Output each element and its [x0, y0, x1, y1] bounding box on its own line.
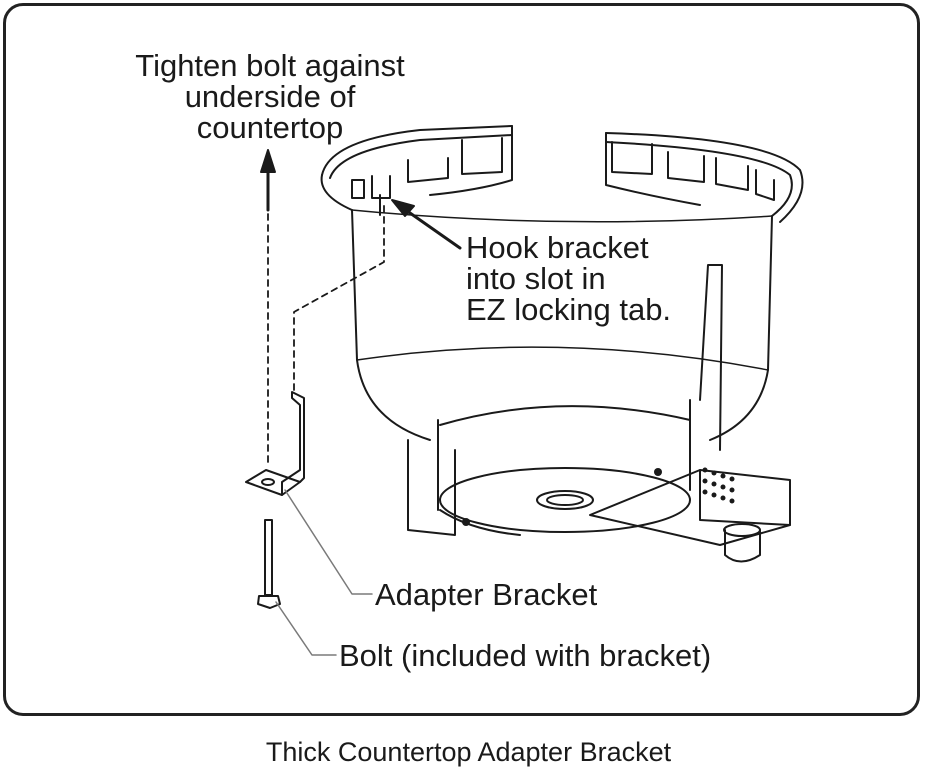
driver-box	[407, 264, 791, 563]
lower-drum	[437, 399, 691, 536]
diagram-frame	[3, 3, 920, 716]
tighten-up-arrow	[260, 149, 276, 212]
tighten-bolt-label: Tighten bolt against underside of counte…	[135, 48, 405, 145]
hook-pointer-arrow	[391, 199, 462, 250]
adapter-bracket	[245, 391, 305, 496]
figure-caption: Thick Countertop Adapter Bracket	[265, 737, 672, 767]
housing-rim	[320, 125, 804, 223]
leader-lines	[275, 489, 373, 656]
adapter-bracket-label: Adapter Bracket	[375, 577, 598, 612]
junction-box-vents	[462, 467, 735, 526]
hook-bracket-label: Hook bracket into slot in EZ locking tab…	[466, 230, 672, 327]
bolt	[257, 519, 281, 609]
dashed-guides	[267, 204, 385, 463]
bolt-label: Bolt (included with bracket)	[339, 638, 712, 673]
